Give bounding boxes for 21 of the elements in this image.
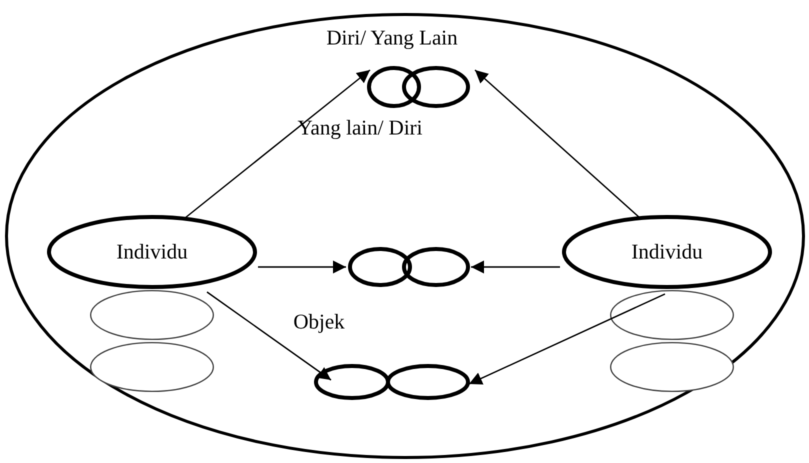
oval-node bbox=[47, 215, 257, 289]
oval-node bbox=[562, 215, 772, 289]
arrow bbox=[258, 260, 346, 274]
ellipse-shape bbox=[90, 290, 214, 340]
arrow bbox=[184, 69, 370, 219]
overlapping-circles bbox=[366, 66, 470, 108]
ellipse-shape bbox=[610, 290, 734, 340]
ellipse-shape bbox=[90, 342, 214, 392]
arrow bbox=[471, 260, 560, 274]
ellipse-shape bbox=[5, 13, 805, 459]
text-label: Yang lain/ Diri bbox=[297, 116, 423, 140]
ellipse-shape bbox=[610, 342, 734, 392]
arrow bbox=[474, 69, 640, 219]
arrow bbox=[468, 293, 666, 385]
node-label: Individu bbox=[631, 240, 703, 264]
node-caption: Objek bbox=[293, 310, 345, 334]
overlapping-circles bbox=[346, 246, 470, 288]
arrow bbox=[206, 291, 332, 381]
node-caption: Diri/ Yang Lain bbox=[326, 26, 458, 50]
overlapping-circles bbox=[313, 362, 469, 402]
node-label: Individu bbox=[116, 240, 188, 264]
